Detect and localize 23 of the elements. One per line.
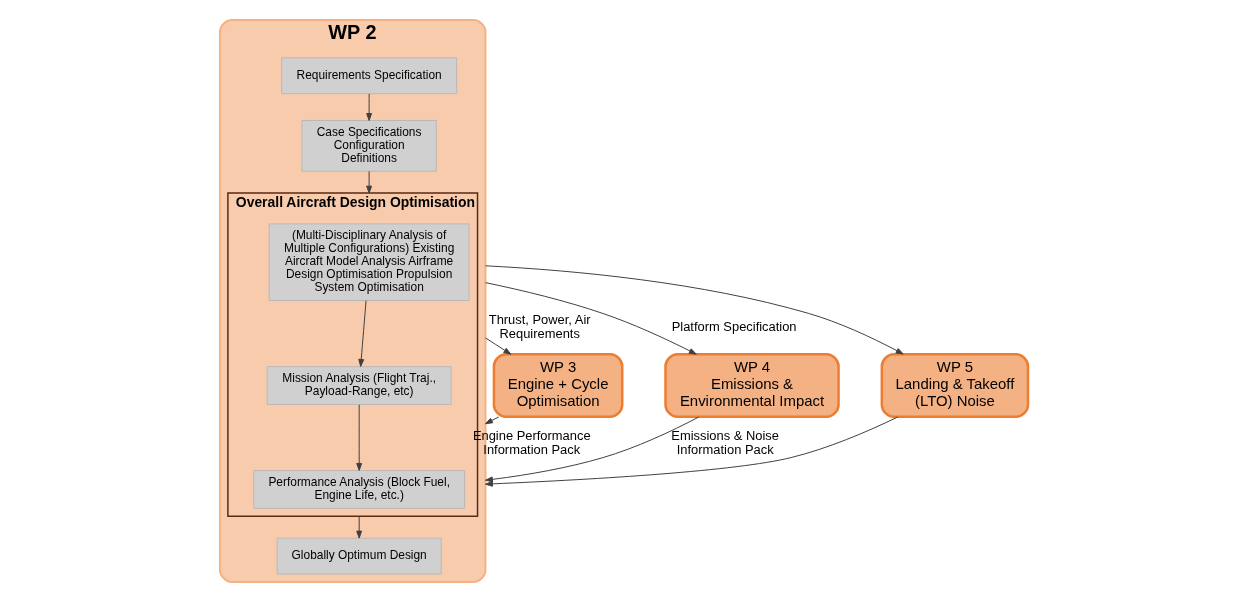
arrow: [366, 170, 373, 194]
edge-label: Platform Specification: [671, 318, 797, 334]
node-box: Case Specifications Configuration Definitions: [301, 120, 437, 172]
arrow: [356, 515, 363, 539]
arrow: [356, 404, 363, 471]
node-box: WP 3 Engine + Cycle Optimisation: [492, 352, 624, 419]
arrow: [485, 282, 697, 355]
node-box: Performance Analysis (Block Fuel, Engine Life, etc.): [253, 470, 466, 509]
arrow: [366, 93, 373, 121]
arrow: [358, 300, 367, 367]
edge-label: Emissions & Noise Information Pack: [671, 428, 779, 458]
arrow: [485, 416, 700, 483]
arrow: [485, 337, 512, 355]
node-box: Globally Optimum Design: [276, 537, 442, 575]
arrow: [485, 416, 500, 425]
node-box: WP 5 Landing & Takeoff (LTO) Noise: [880, 352, 1030, 419]
node-box: (Multi-Disciplinary Analysis of Multiple Configurations) Existing Aircraft Model Analysis Airframe Design Optimisation Propulsion System Optimisation: [268, 223, 470, 301]
arrow: [485, 265, 904, 355]
arrow: [485, 416, 899, 487]
edge-label: Thrust, Power, Air Requirements: [488, 311, 591, 341]
node-box: WP 4 Emissions & Environmental Impact: [664, 352, 840, 419]
node-box: Mission Analysis (Flight Traj., Payload-Range, etc): [266, 366, 452, 405]
node-box: Requirements Specification: [281, 57, 458, 95]
